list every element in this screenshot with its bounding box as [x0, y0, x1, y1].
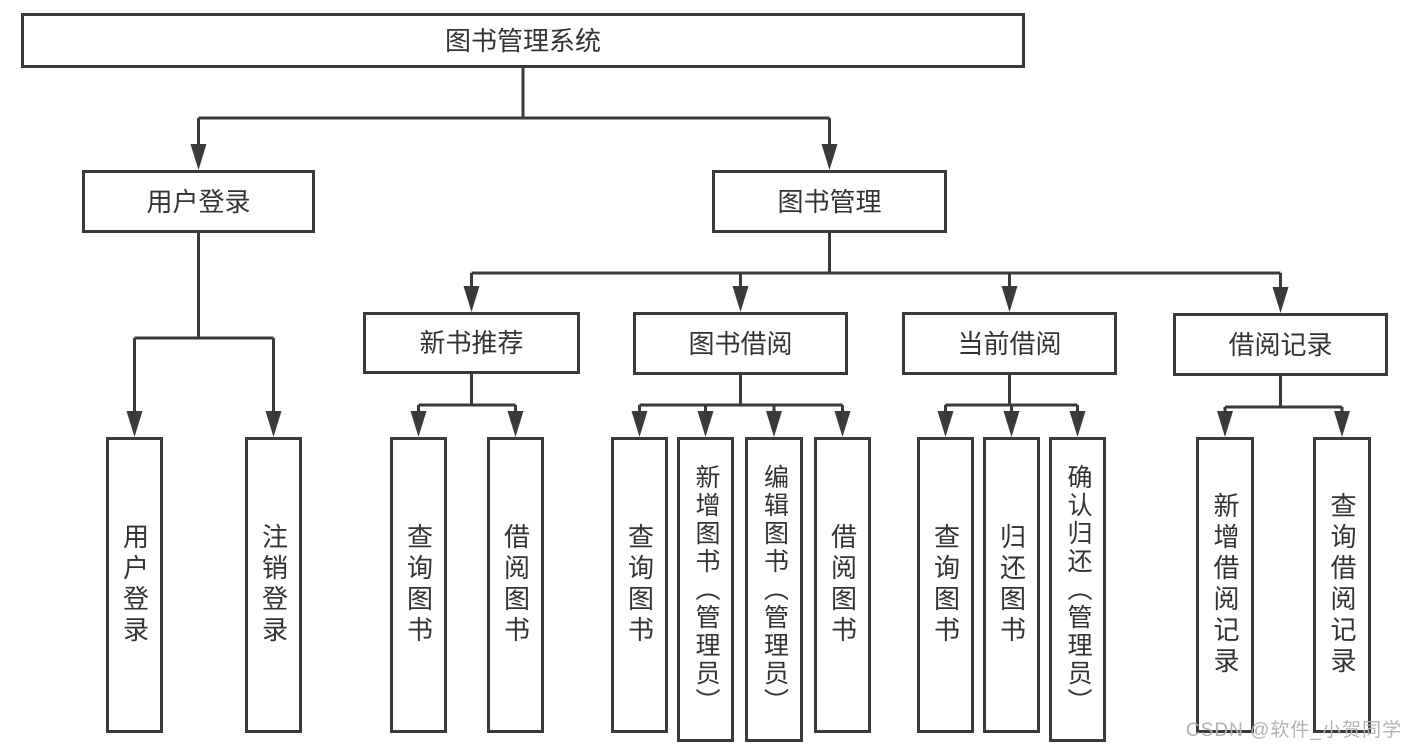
- leaf-query-books-current: 查询图书: [917, 437, 974, 733]
- node-label: 注销登录: [258, 523, 289, 647]
- node-label: 查询图书: [403, 523, 434, 647]
- leaf-add-books-admin: 新增图书（管理员）: [677, 437, 734, 742]
- node-borrow-records: 借阅记录: [1173, 313, 1388, 376]
- node-label: 用户登录: [119, 523, 150, 647]
- node-label: 确认归还（管理员）: [1064, 463, 1092, 716]
- node-label: 查询图书: [930, 523, 961, 647]
- node-label: 归还图书: [996, 523, 1027, 647]
- node-label: 用户登录: [146, 186, 251, 217]
- leaf-confirm-return-admin: 确认归还（管理员）: [1049, 437, 1106, 742]
- leaf-borrow-books-recommend: 借阅图书: [487, 437, 544, 733]
- leaf-user-login: 用户登录: [106, 437, 163, 733]
- node-label: 新书推荐: [419, 328, 524, 358]
- leaf-query-borrow-record: 查询借阅记录: [1313, 437, 1371, 733]
- leaf-borrow-books: 借阅图书: [814, 437, 871, 733]
- node-label: 借阅图书: [500, 523, 531, 647]
- leaf-query-books-recommend: 查询图书: [390, 437, 447, 733]
- node-root-library-system: 图书管理系统: [21, 13, 1025, 68]
- connector-book-management-children: [463, 233, 1289, 313]
- node-current-borrow: 当前借阅: [902, 312, 1117, 375]
- leaf-logout: 注销登录: [245, 437, 302, 733]
- connector-borrow-records-children: [1217, 376, 1350, 437]
- node-label: 借阅图书: [827, 523, 858, 647]
- node-label: 当前借阅: [957, 328, 1062, 359]
- connector-current-borrow-children: [937, 375, 1086, 437]
- node-label: 借阅记录: [1228, 329, 1333, 360]
- node-label: 新增图书（管理员）: [692, 463, 720, 716]
- node-label: 编辑图书（管理员）: [760, 463, 789, 716]
- node-book-management: 图书管理: [712, 170, 947, 233]
- leaf-edit-books-admin: 编辑图书（管理员）: [745, 437, 803, 742]
- node-label: 查询图书: [624, 523, 655, 647]
- node-label: 查询借阅记录: [1327, 492, 1357, 678]
- connector-user-login-children: [126, 233, 282, 437]
- leaf-query-books-borrow: 查询图书: [611, 437, 668, 733]
- node-label: 图书管理系统: [444, 25, 601, 56]
- leaf-return-books: 归还图书: [983, 437, 1040, 733]
- connector-root-to-level2: [190, 68, 838, 170]
- leaf-add-borrow-record: 新增借阅记录: [1196, 437, 1254, 733]
- connector-new-book-children: [410, 374, 524, 437]
- node-book-borrow: 图书借阅: [633, 312, 848, 375]
- node-new-book-recommend: 新书推荐: [363, 312, 580, 374]
- watermark: CSDN @软件_小贺同学: [1186, 720, 1402, 741]
- node-label: 新增借阅记录: [1210, 492, 1240, 678]
- node-label: 图书借阅: [688, 328, 793, 359]
- node-label: 图书管理: [777, 186, 882, 217]
- node-user-login: 用户登录: [82, 170, 315, 233]
- connector-book-borrow-children: [631, 375, 851, 437]
